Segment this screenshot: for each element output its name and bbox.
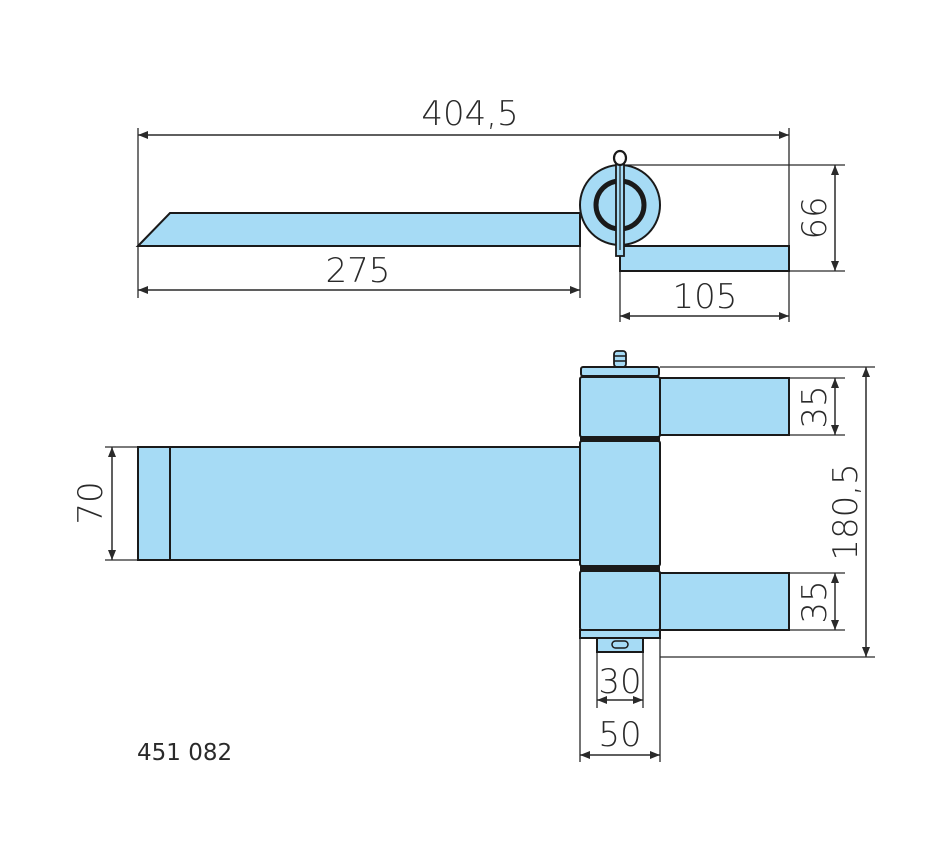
dim-lower-leaf-width: 35 (795, 580, 835, 623)
dim-knuckle-width: 50 (598, 715, 641, 755)
upper-leaf-front (659, 377, 790, 436)
dim-leaf-width: 70 (71, 481, 111, 524)
dim-overall-height: 180,5 (826, 463, 866, 560)
top-cap (580, 366, 660, 377)
top-view: 404,5 275 105 66 (135, 94, 845, 322)
lower-knuckle (579, 570, 661, 631)
split-pin-icon (612, 149, 628, 257)
long-leaf-top (135, 212, 581, 247)
dim-short-leaf-length: 105 (673, 277, 738, 317)
upper-knuckle (579, 376, 661, 438)
bottom-cap (579, 629, 661, 639)
dim-tab-width: 30 (598, 662, 641, 702)
dim-leaf-length: 275 (326, 251, 391, 291)
front-view: 70 35 35 180,5 30 50 (71, 350, 875, 762)
short-leaf-top (619, 245, 790, 272)
dim-overall-length: 404,5 (421, 94, 518, 134)
grease-nipple-icon (613, 350, 627, 368)
lower-leaf-front (659, 572, 790, 631)
dim-height-offset: 66 (795, 196, 835, 239)
middle-knuckle (579, 440, 661, 567)
part-number: 451 082 (137, 740, 232, 766)
dim-upper-leaf-width: 35 (795, 385, 835, 428)
slot-icon (611, 640, 629, 649)
long-leaf-front (137, 446, 581, 561)
